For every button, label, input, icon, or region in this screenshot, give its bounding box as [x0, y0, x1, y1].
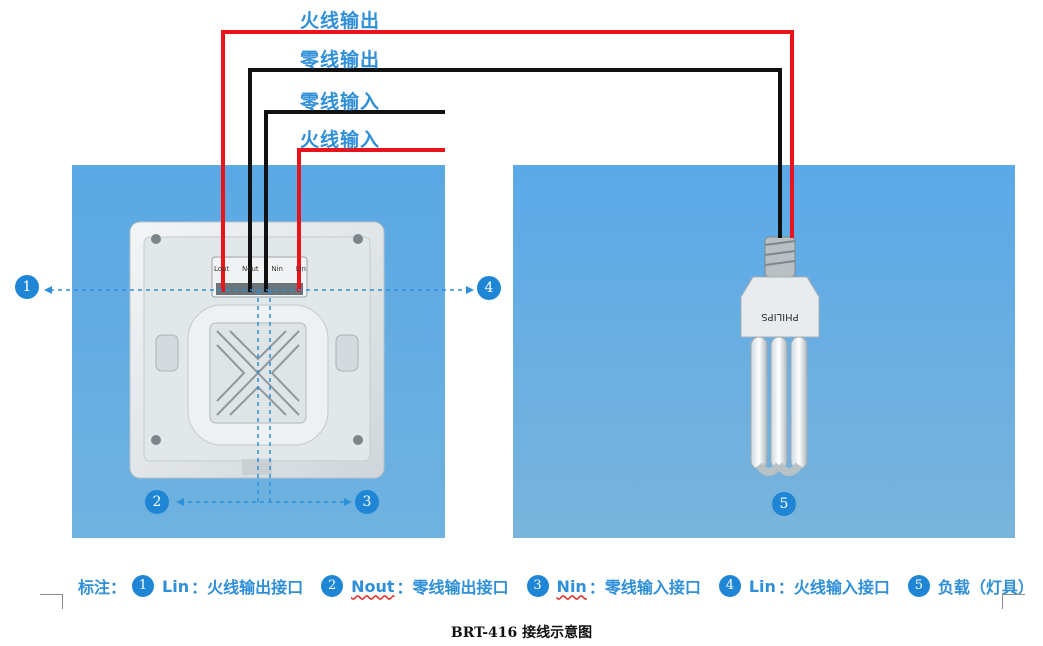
legend-item-5: 5 负载（灯具） — [907, 574, 1036, 598]
label-neutral-out: 零线输出 — [300, 49, 381, 71]
legend-number: 5 — [907, 575, 930, 597]
marker-2: 2 — [145, 490, 169, 514]
terminal-label-strip: Lout Nout Nin Lin — [214, 265, 306, 277]
live-in-wire — [297, 148, 445, 292]
legend-code: Nout — [351, 576, 395, 596]
legend-code: Lin — [748, 576, 776, 596]
legend-desc: ：火线输出接口 — [191, 578, 304, 597]
page-corner-right — [1002, 594, 1025, 609]
legend-number: 3 — [526, 575, 549, 597]
legend-item-2: 2 Nout ：零线输出接口 — [321, 574, 509, 598]
label-live-out: 火线输出 — [300, 10, 381, 32]
label-neutral-in: 零线输入 — [300, 91, 381, 113]
bulb-photo-panel: PHILIPS — [513, 165, 1015, 538]
page-corner-left — [40, 594, 63, 609]
legend-code: Lin — [162, 576, 190, 596]
legend-desc: ：火线输入接口 — [777, 578, 890, 597]
terminal-label-nin: Nin — [271, 265, 283, 273]
legend-code: 负载（灯具） — [937, 578, 1034, 597]
terminal-label-nout: Nout — [241, 265, 259, 273]
label-live-in: 火线输入 — [300, 129, 381, 151]
legend-number: 1 — [132, 575, 155, 597]
terminal-label-lout: Lout — [214, 265, 230, 273]
marker-1: 1 — [15, 275, 39, 299]
bulb-brand-text: PHILIPS — [761, 311, 798, 322]
bulb-illustration: PHILIPS — [513, 165, 1015, 538]
neutral-out-wire — [248, 68, 782, 292]
legend-number: 4 — [718, 575, 741, 597]
legend-item-4: 4 Lin ：火线输入接口 — [718, 574, 890, 598]
marker-3: 3 — [355, 490, 379, 514]
legend-item-3: 3 Nin ：零线输入接口 — [526, 574, 701, 598]
legend-code: Nin — [556, 576, 587, 596]
switch-photo-panel — [72, 165, 445, 538]
diagram-caption: BRT-416 接线示意图 — [450, 625, 593, 641]
legend-number: 2 — [321, 575, 344, 597]
legend-prefix: 标注： — [78, 578, 127, 597]
live-out-wire — [221, 30, 794, 292]
legend-desc: ：零线输入接口 — [588, 578, 701, 597]
neutral-in-wire — [264, 110, 445, 292]
switch-back-illustration — [72, 165, 445, 538]
legend: 标注： 1 Lin ：火线输出接口 2 Nout ：零线输出接口 3 Nin ：… — [78, 572, 1036, 600]
terminal-label-lin: Lin — [295, 265, 306, 273]
legend-desc: ：零线输出接口 — [396, 578, 509, 597]
marker-4: 4 — [477, 276, 501, 300]
marker-5: 5 — [772, 492, 796, 516]
legend-item-1: 1 Lin ：火线输出接口 — [132, 574, 303, 598]
